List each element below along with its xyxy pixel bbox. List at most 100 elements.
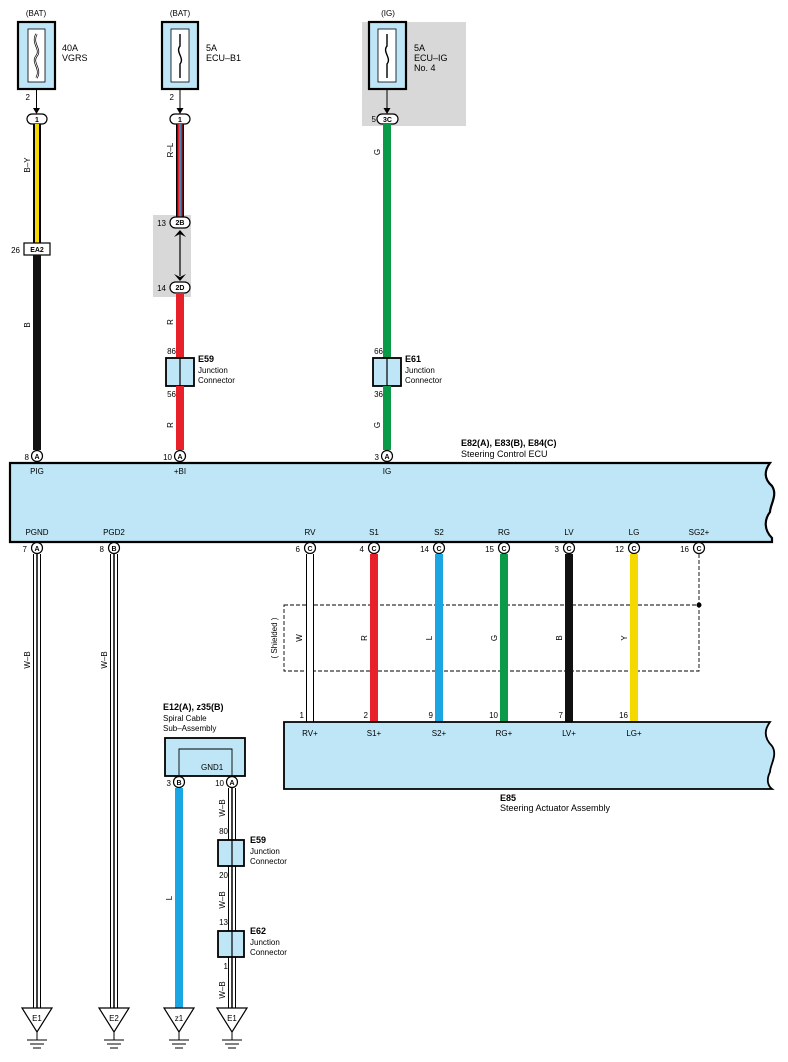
wire-r-lower: R: [166, 386, 184, 450]
wire-code: R: [166, 422, 175, 428]
junction-pin-in: 86: [167, 347, 176, 356]
wire-code: W–B: [218, 981, 227, 998]
fuse-rating: 5A: [206, 43, 217, 53]
spiral-inner-label: GND1: [201, 763, 224, 772]
wire-r-s1: R: [360, 554, 378, 722]
junction-e62: 13 E62 Junction Connector 1: [217, 918, 287, 971]
terminal-conn: A: [34, 546, 39, 553]
terminal-conn: C: [436, 546, 441, 553]
fuse-rating: 5A: [414, 43, 425, 53]
junction-e61: 66 E61 Junction Connector 36: [372, 347, 442, 399]
terminal-conn: C: [631, 546, 636, 553]
terminal-conn: A: [384, 454, 389, 461]
ecu-terminal-rg: RG 15 C: [485, 528, 511, 555]
fuse-connector: 1: [35, 117, 39, 124]
terminal-conn: C: [696, 546, 701, 553]
ground-z1: z1: [162, 1007, 196, 1049]
connector-bottom-label: 2D: [176, 285, 185, 292]
wire-b-lv: B: [555, 554, 573, 722]
fuse-pin: 5: [372, 115, 377, 124]
junction-pin-out: 36: [374, 390, 383, 399]
connector-bottom-pin: 14: [157, 284, 166, 293]
junction-line1: Junction: [405, 366, 435, 375]
ecu-terminal-ig: 3 A IG: [375, 449, 394, 476]
junction-pin-in: 13: [219, 918, 228, 927]
fuse-5a-ecu-b1: (BAT) 5A ECU–B1 2 1: [160, 9, 241, 125]
wire-code: Y: [620, 635, 629, 641]
terminal-label: RV: [305, 528, 317, 537]
junction-line1: Junction: [250, 847, 280, 856]
ea2-connector: EA2 26: [11, 242, 51, 256]
wire-g-lower: G: [373, 386, 391, 450]
terminal-label: S2: [434, 528, 444, 537]
ground-e1-right: E1: [215, 1007, 249, 1049]
fuse-connector: 3C: [383, 117, 392, 124]
spiral-pin-a: 10: [215, 779, 224, 788]
terminal-label: S1: [369, 528, 379, 537]
wire-g-upper: G: [373, 124, 391, 358]
ecu-terminal-sg2: SG2+ 16 C: [680, 528, 710, 555]
spiral-line1: Spiral Cable: [163, 714, 207, 723]
junction-code: E61: [405, 354, 421, 364]
terminal-conn: C: [566, 546, 571, 553]
actuator-pin: 2: [364, 711, 369, 720]
terminal-pin: 3: [375, 453, 380, 462]
ground-label: z1: [175, 1014, 184, 1023]
wire-code: B–Y: [23, 157, 32, 173]
ea2-label: EA2: [30, 247, 44, 254]
wire-code: L: [165, 895, 174, 900]
actuator-terminal-label: LV+: [562, 729, 576, 738]
junction-line2: Connector: [250, 857, 287, 866]
terminal-pin: 6: [296, 545, 301, 554]
ecu-terminal-pgd2: PGD2 8 B: [100, 528, 125, 555]
junction-e59-bottom: 80 E59 Junction Connector 20: [217, 827, 287, 880]
fuse-pin: 2: [170, 93, 175, 102]
fuse-rating: 40A: [62, 43, 78, 53]
terminal-label: RG: [498, 528, 510, 537]
terminal-pin: 4: [360, 545, 365, 554]
junction-line2: Connector: [405, 376, 442, 385]
spiral-conn-a: A: [229, 780, 234, 787]
wire-code: W–B: [23, 651, 32, 668]
wire-code: R: [166, 319, 175, 325]
spiral-cable-sub-assembly: E12(A), z35(B) Spiral Cable Sub–Assembly…: [163, 702, 246, 789]
fuse-name-2: No. 4: [414, 63, 436, 73]
ecu-terminal-s2: S2 14 C: [420, 528, 446, 555]
ground-label: E1: [227, 1014, 237, 1023]
ground-label: E2: [109, 1014, 119, 1023]
wire-g-rg: G: [490, 554, 508, 722]
actuator-pin: 10: [489, 711, 498, 720]
terminal-label: LG: [629, 528, 640, 537]
terminal-pin: 15: [485, 545, 494, 554]
terminal-conn: C: [501, 546, 506, 553]
ecu-terminal-lv: LV 3 C: [555, 528, 576, 555]
terminal-label: IG: [383, 467, 391, 476]
fuse-connector: 1: [178, 117, 182, 124]
wire-code: B: [555, 635, 564, 640]
actuator-terminal-label: RG+: [496, 729, 513, 738]
junction-code: E59: [250, 835, 266, 845]
connector-top-label: 2B: [176, 220, 185, 227]
fuse-source: (BAT): [26, 9, 47, 18]
shielded-label: ( Shielded ): [270, 617, 279, 658]
ecu-terminal-rv: RV 6 C: [296, 528, 317, 555]
fuse-name: ECU–IG: [414, 53, 448, 63]
wire-l-spiral: L: [165, 788, 183, 1008]
spiral-pin-b: 3: [167, 779, 172, 788]
actuator-code: E85: [500, 793, 516, 803]
junction-line2: Connector: [198, 376, 235, 385]
actuator-terminal-label: S2+: [432, 729, 447, 738]
spiral-conn-b: B: [176, 780, 181, 787]
fuse-source: (BAT): [170, 9, 191, 18]
ecu-terminal-s1: S1 4 C: [360, 528, 381, 555]
wire-code: W–B: [218, 891, 227, 908]
wire-code: W: [295, 634, 304, 642]
junction-code: E59: [198, 354, 214, 364]
wire-code: R: [360, 635, 369, 641]
ground-e1-left: E1: [20, 1007, 54, 1049]
actuator-terminal-label: S1+: [367, 729, 382, 738]
terminal-conn: B: [111, 546, 116, 553]
junction-pin-out: 1: [224, 962, 229, 971]
wire-w-b-pgnd: W–B: [23, 554, 41, 1008]
